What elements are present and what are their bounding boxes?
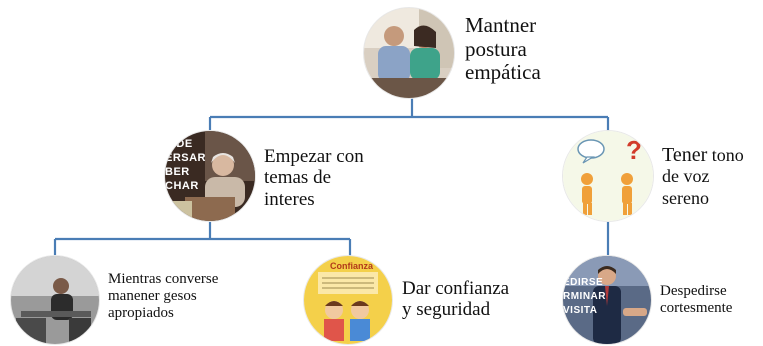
right-label-rest: tono de voz sereno [662,145,744,208]
left-label: Empezar con temas de interes [264,146,364,210]
root-label: Mantner postura empática [465,13,541,85]
connector-left [53,222,352,256]
rr-photo-text: EDIRSE RMINAR VISITA [563,277,606,316]
right-label: Tener tono de voz sereno [662,144,744,209]
right-illustration: ? [563,131,653,221]
root-photo [364,8,454,98]
lr-illustration-title: Confianza [330,261,374,271]
rr-photo: EDIRSE RMINAR VISITA [563,256,651,344]
connector-root [208,98,610,133]
lr-label: Dar confianza y seguridad [402,278,510,321]
lr-illustration: Confianza [304,256,392,344]
ll-photo [11,256,99,344]
ll-label: Mientras converse manener gesos apropiad… [108,271,219,321]
right-label-bold: Tener [662,144,708,166]
rr-label: Despedirse cortesmente [660,283,733,316]
left-photo-text: E DE ERSAR BER CHAR [165,138,207,192]
left-photo: E DE ERSAR BER CHAR [165,131,255,221]
svg-text:?: ? [626,135,642,165]
